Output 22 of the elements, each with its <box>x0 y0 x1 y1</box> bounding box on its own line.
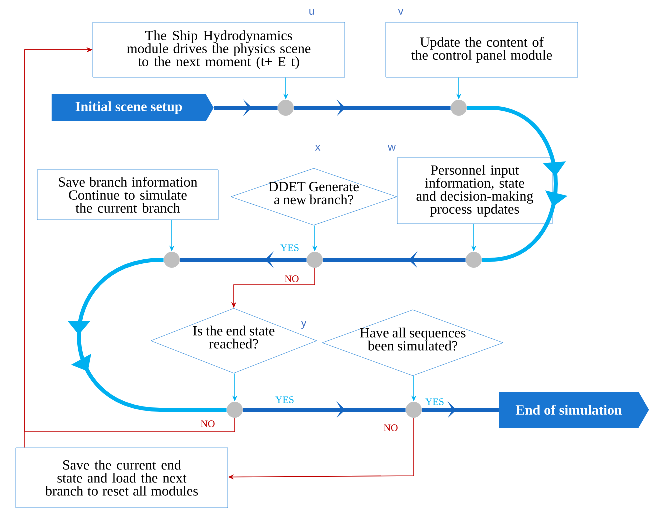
junction-circle <box>451 100 467 116</box>
junction-circle <box>307 252 323 268</box>
process-box: Update the content of the control panel module <box>386 22 578 78</box>
junction-circle <box>164 252 180 268</box>
edge-label: YES <box>280 244 300 252</box>
process-box: Personnel input information, state and decision-making process updates <box>397 158 553 224</box>
junction-circle <box>466 252 482 268</box>
point-label: x <box>315 145 321 151</box>
edge-label: NO <box>284 274 300 284</box>
edge-label: YES <box>274 396 296 404</box>
point-label: y <box>301 320 307 330</box>
arrow <box>467 106 568 262</box>
edge-label: NO <box>382 424 400 432</box>
process-box: The Ship Hydrodynamics module drives the physics scene to the next moment (t+ E t) <box>92 22 346 78</box>
process-box: Save branch information Continue to simulate the current branch <box>37 170 219 220</box>
point-label: w <box>388 145 396 151</box>
process-box: Save the current end state and load the next branch to reset all modules <box>16 448 228 508</box>
junction-circle <box>278 100 294 116</box>
junction-circle <box>227 402 243 418</box>
edge-label: NO <box>200 420 216 428</box>
edge-label: YES <box>424 398 446 406</box>
junction-circle <box>406 402 422 418</box>
